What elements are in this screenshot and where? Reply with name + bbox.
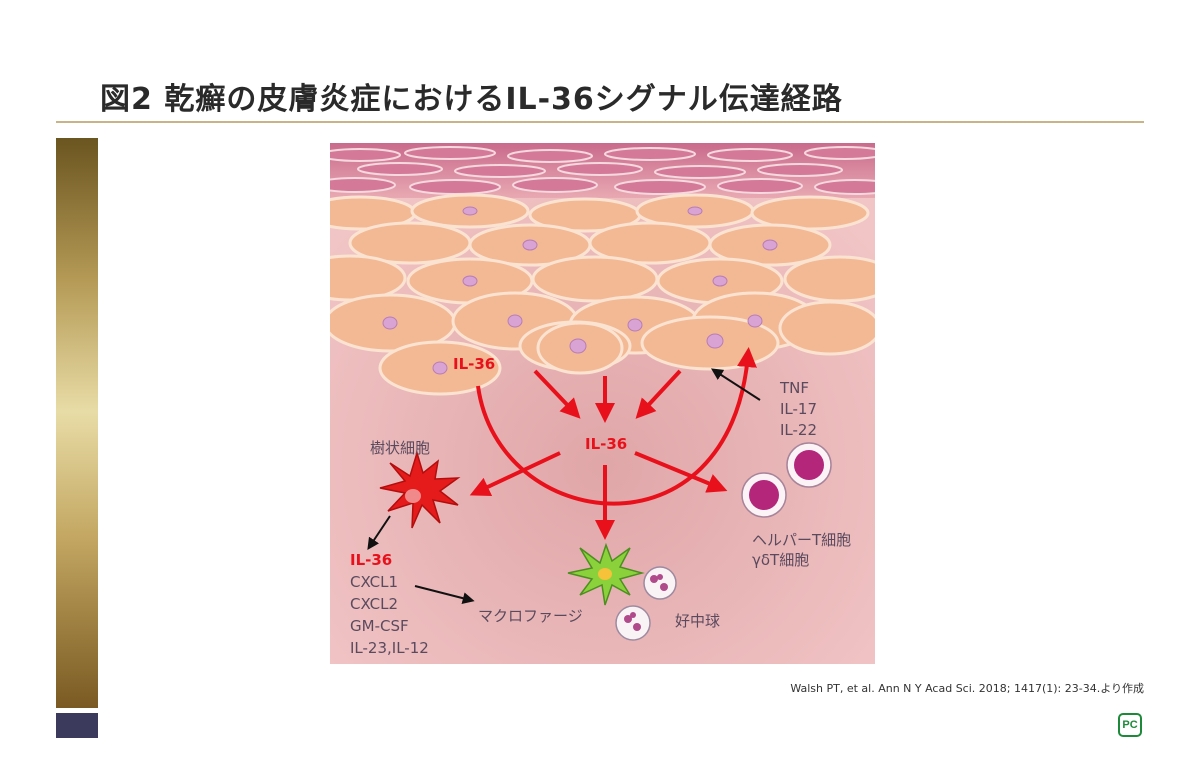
arrow-to-dendritic xyxy=(469,451,561,496)
label-il17: IL-17 xyxy=(780,400,818,418)
feedback-arc-arrow xyxy=(476,347,757,506)
label-helper-t: ヘルパーT細胞 xyxy=(752,531,852,549)
stratum-corneum xyxy=(330,143,875,198)
macrophage-cell xyxy=(567,542,645,606)
arrow-to-helper xyxy=(634,451,728,493)
page-title: 図2 乾癬の皮膚炎症におけるIL-36シグナル伝達経路 xyxy=(100,82,843,117)
side-gradient-bar xyxy=(56,138,98,708)
label-neutrophil: 好中球 xyxy=(675,612,721,630)
label-cxcl1: CXCL1 xyxy=(350,573,399,591)
label-tnf: TNF xyxy=(780,379,810,397)
skin-diagram: IL-36 IL-36 IL-36 TNF IL-17 IL-22 樹状細胞 C… xyxy=(330,143,875,664)
label-il36-dc: IL-36 xyxy=(350,551,393,569)
label-il23: IL-23,IL-12 xyxy=(350,639,429,657)
label-il36-top: IL-36 xyxy=(453,355,496,373)
keratinocyte-nuclei xyxy=(382,206,778,375)
label-il36-center: IL-36 xyxy=(585,435,628,453)
arrow-to-macrophage-label xyxy=(414,585,475,605)
label-gmcsf: GM-CSF xyxy=(350,617,409,635)
pc-logo: PC xyxy=(1118,713,1142,737)
citation: Walsh PT, et al. Ann N Y Acad Sci. 2018;… xyxy=(790,682,1144,695)
t-cells xyxy=(741,442,832,518)
neutrophils xyxy=(615,566,677,641)
keratinocyte-layer xyxy=(330,193,875,396)
arrow-dendritic-down xyxy=(367,515,391,550)
side-square xyxy=(56,713,98,738)
label-il22: IL-22 xyxy=(780,421,818,439)
arrow-from-tcells xyxy=(710,368,761,401)
arrow-to-center-right xyxy=(635,369,682,419)
dendritic-cell xyxy=(379,450,461,529)
label-dendritic: 樹状細胞 xyxy=(370,439,431,457)
diagram-illustration xyxy=(330,143,875,664)
label-macrophage: マクロファージ xyxy=(478,607,583,625)
label-cxcl2: CXCL2 xyxy=(350,595,399,613)
label-gamma-delta-t: γδT細胞 xyxy=(752,551,810,569)
arrow-to-center-left xyxy=(533,369,581,419)
title-divider xyxy=(56,121,1144,123)
